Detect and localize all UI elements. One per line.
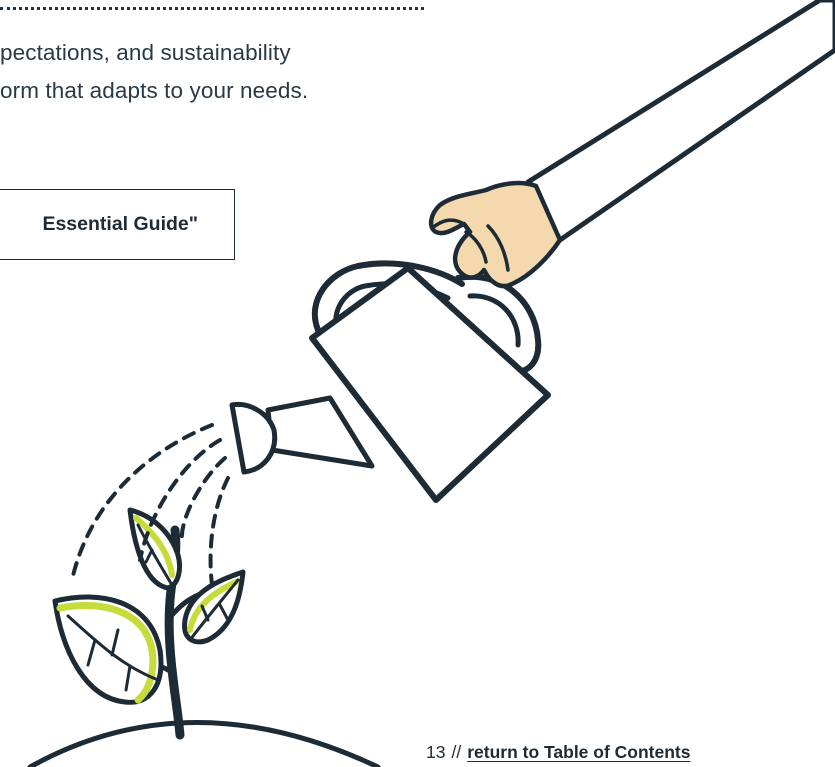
toc-link[interactable]: return to Table of Contents	[467, 742, 691, 762]
essential-guide-label: Essential Guide"	[42, 213, 198, 235]
page-footer: 13//return to Table of Contents	[426, 742, 690, 763]
hand-icon	[428, 0, 835, 289]
essential-guide-button[interactable]: Essential Guide"	[0, 189, 235, 260]
ground-icon	[27, 720, 381, 767]
water-drops-icon	[70, 423, 230, 587]
body-paragraph: pectations, and sustainability orm that …	[0, 34, 520, 110]
sprout-icon	[52, 507, 246, 740]
body-line-1: pectations, and sustainability	[0, 40, 291, 65]
page-number: 13	[426, 742, 446, 762]
footer-separator: //	[451, 742, 462, 762]
watering-can-icon	[229, 260, 551, 503]
dotted-divider	[0, 7, 424, 10]
body-line-2: orm that adapts to your needs.	[0, 78, 309, 103]
